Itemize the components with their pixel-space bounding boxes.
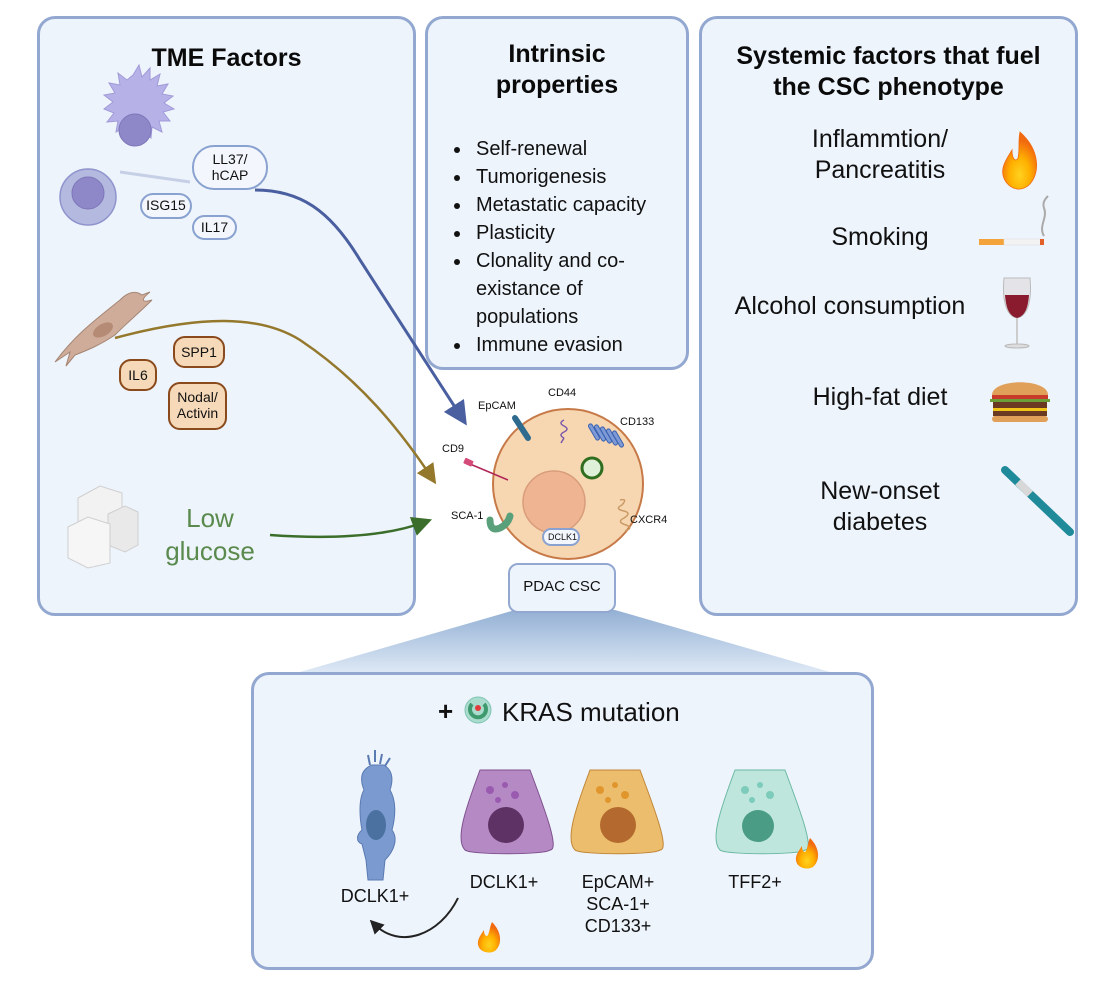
dendritic-cell-icon [102,63,176,147]
cell-label-epcam-sca1-cd133: EpCAM+ SCA-1+ CD133+ [581,872,655,936]
kras-title: KRAS mutation [502,697,680,727]
purple-cell-icon [460,769,554,855]
connector-fan [300,610,830,672]
transition-arrow [369,897,459,939]
systemic-item-diabetes: New-onset diabetes [820,477,940,536]
factor-pill-ll37: LL37/ hCAP [192,145,268,190]
dclk1-badge: DCLK1 [542,528,580,546]
low-glucose-label: Low glucose [165,503,255,566]
factor-pill-spp1: SPP1 [173,336,225,368]
epcam-marker [512,415,531,441]
systemic-item-inflammation: Inflammtion/ Pancreatitis [811,125,949,184]
flame-icon [795,838,819,869]
marker-label-cd133: CD133 [620,416,655,428]
pdac-csc-label: PDAC CSC [508,563,616,613]
cigarette-icon [979,195,1049,246]
pdac-csc-cell [492,408,644,560]
fibroblast-arrow [114,319,437,485]
tme-title: TME Factors [151,44,302,72]
factor-pill-il6: IL6 [119,359,157,391]
cxcr4-marker [617,498,631,532]
marker-label-cxcr4: CXCR4 [630,514,668,526]
burger-icon [990,382,1050,422]
intrinsic-item: Tumorigenesis [472,163,656,191]
cd9-marker [469,463,509,481]
systemic-item-smoking: Smoking [831,223,929,251]
tuft-cell-icon [357,750,396,881]
intrinsic-item: Immune evasion [472,331,656,359]
fibroblast-icon [54,291,153,367]
intrinsic-item: Metastatic capacity [472,191,656,219]
kras-cell-icon [464,696,492,724]
immune-arrow [254,188,467,426]
vesicle-icon [580,456,604,480]
intrinsic-properties-panel: Intrinsic properties Self-renewal Tumori… [425,16,689,370]
lymphocyte-icon [59,168,117,226]
sugar-cubes-icon [67,485,139,569]
cell-label-tuft-dclk1: DCLK1+ [340,886,410,906]
marker-label-cd9: CD9 [442,443,465,455]
factor-pill-isg15: ISG15 [140,193,192,219]
factor-pill-il17: IL17 [192,215,237,240]
systemic-item-high-fat-diet: High-fat diet [812,383,948,411]
kras-title-plus: + [438,696,454,726]
flame-icon [1002,131,1037,190]
intrinsic-item: Clonality and co-existance of population… [472,247,656,331]
marker-label-sca1: SCA-1 [451,510,484,522]
systemic-item-alcohol: Alcohol consumption [734,292,966,320]
orange-cell-icon [570,769,664,855]
factor-pill-nodal-activin: Nodal/ Activin [168,382,227,430]
cell-label-tff2: TFF2+ [728,872,782,892]
intrinsic-item: Plasticity [472,219,656,247]
wine-glass-icon [1003,277,1031,349]
intrinsic-list: Self-renewal Tumorigenesis Metastatic ca… [442,135,656,359]
systemic-title: Systemic factors that fuel the CSC pheno… [736,42,1041,101]
cd44-marker [560,419,568,444]
insulin-pen-icon [1001,466,1074,536]
cell-label-dclk1: DCLK1+ [469,872,539,892]
marker-label-epcam: EpCAM [478,400,516,412]
intrinsic-item: Self-renewal [472,135,656,163]
immune-connector-line [119,170,191,184]
flame-icon [477,922,501,953]
cd133-marker [588,423,624,448]
sca1-marker [486,512,514,533]
intrinsic-title: Intrinsic properties [495,40,619,99]
marker-label-cd44: CD44 [548,387,577,399]
teal-cell-icon [715,769,809,855]
glucose-arrow [269,516,433,539]
